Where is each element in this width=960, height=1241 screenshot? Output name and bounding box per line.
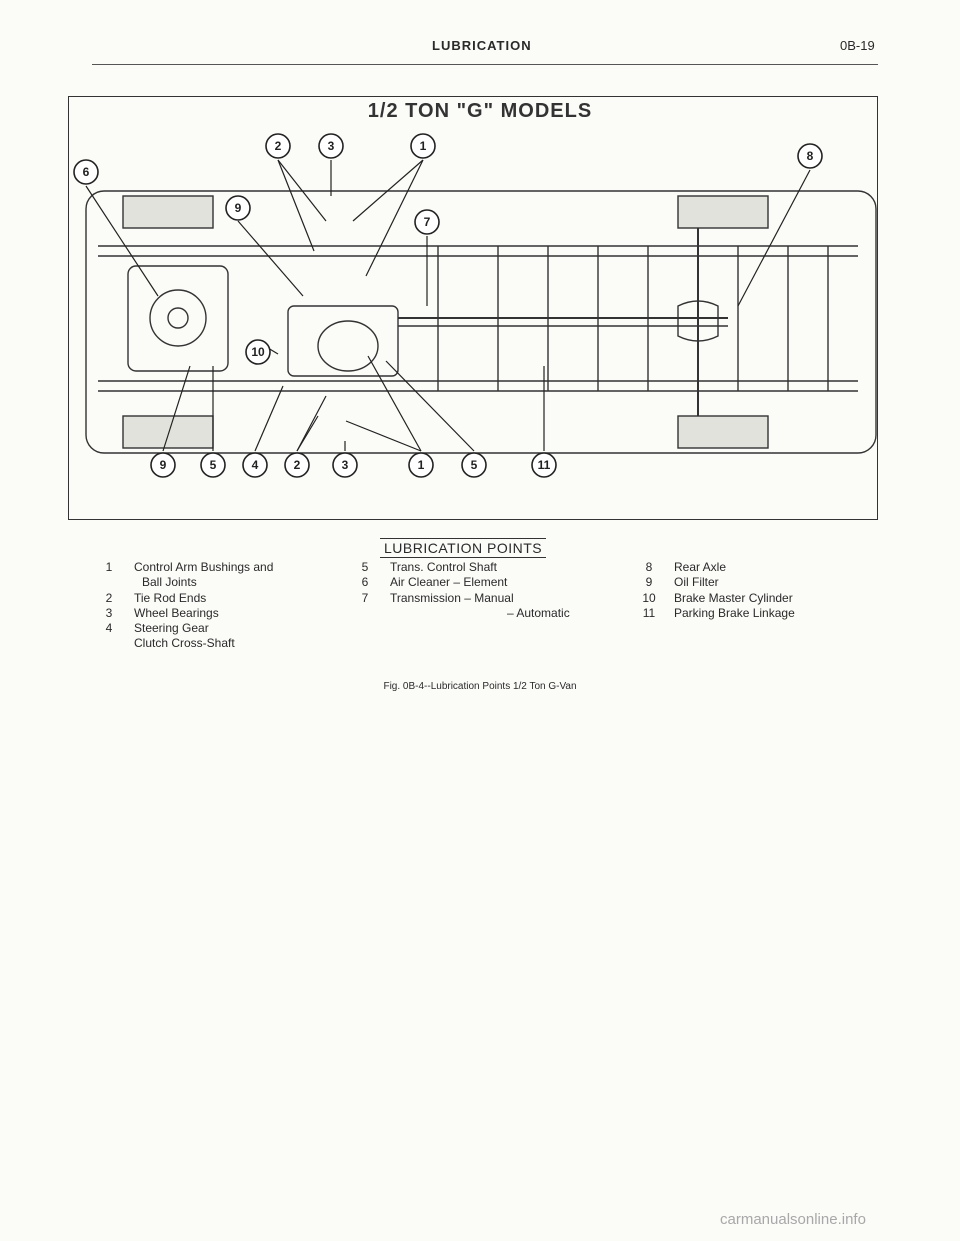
svg-text:7: 7	[424, 215, 431, 229]
svg-text:10: 10	[251, 345, 265, 359]
transmission	[317, 320, 379, 372]
svg-text:5: 5	[210, 458, 217, 472]
callout-1-top: 1	[410, 133, 436, 159]
callout-3-bottom: 3	[332, 452, 358, 478]
callout-9-bottom: 9	[150, 452, 176, 478]
svg-text:1: 1	[420, 139, 427, 153]
svg-text:6: 6	[83, 165, 90, 179]
svg-text:2: 2	[275, 139, 282, 153]
front-wheel-right	[122, 415, 214, 449]
figure-title: 1/2 TON "G" MODELS	[367, 100, 593, 122]
header-rule	[92, 64, 878, 65]
callout-3-top: 3	[318, 133, 344, 159]
svg-text:2: 2	[294, 458, 301, 472]
watermark: carmanualsonline.info	[720, 1211, 866, 1228]
callout-2-bottom: 2	[284, 452, 310, 478]
callout-2-top: 2	[265, 133, 291, 159]
page-number: 0B-19	[840, 38, 875, 53]
svg-text:8: 8	[807, 149, 814, 163]
callout-10: 10	[245, 339, 271, 365]
legend-title: LUBRICATION POINTS	[380, 538, 547, 558]
svg-text:3: 3	[342, 458, 349, 472]
rear-wheel-left	[677, 195, 769, 229]
vehicle-outline	[85, 190, 877, 454]
callout-7: 7	[414, 209, 440, 235]
leader-lines	[85, 159, 811, 452]
callout-9-top: 9	[225, 195, 251, 221]
callout-11: 11	[531, 452, 557, 478]
svg-text:5: 5	[471, 458, 478, 472]
svg-text:9: 9	[235, 201, 242, 215]
callout-1-bottom: 1	[408, 452, 434, 478]
callout-5-right: 5	[461, 452, 487, 478]
callout-6: 6	[73, 159, 99, 185]
differential	[677, 300, 719, 342]
engine-block	[127, 265, 229, 372]
svg-text:9: 9	[160, 458, 167, 472]
callout-8: 8	[797, 143, 823, 169]
rear-wheel-right	[677, 415, 769, 449]
svg-text:1: 1	[418, 458, 425, 472]
chassis-diagram: 2 3 1 6 9 7 8 10 9 5 4 2 3 1 5 11	[73, 133, 877, 478]
svg-text:11: 11	[538, 458, 551, 472]
figure-caption: Fig. 0B-4--Lubrication Points 1/2 Ton G-…	[383, 681, 577, 692]
engine-pulley	[149, 289, 207, 347]
svg-text:3: 3	[328, 139, 335, 153]
callout-5-left: 5	[200, 452, 226, 478]
front-wheel-left	[122, 195, 214, 229]
svg-text:4: 4	[252, 458, 259, 472]
figure-frame	[68, 96, 878, 520]
section-title: LUBRICATION	[432, 38, 532, 53]
callout-4: 4	[242, 452, 268, 478]
